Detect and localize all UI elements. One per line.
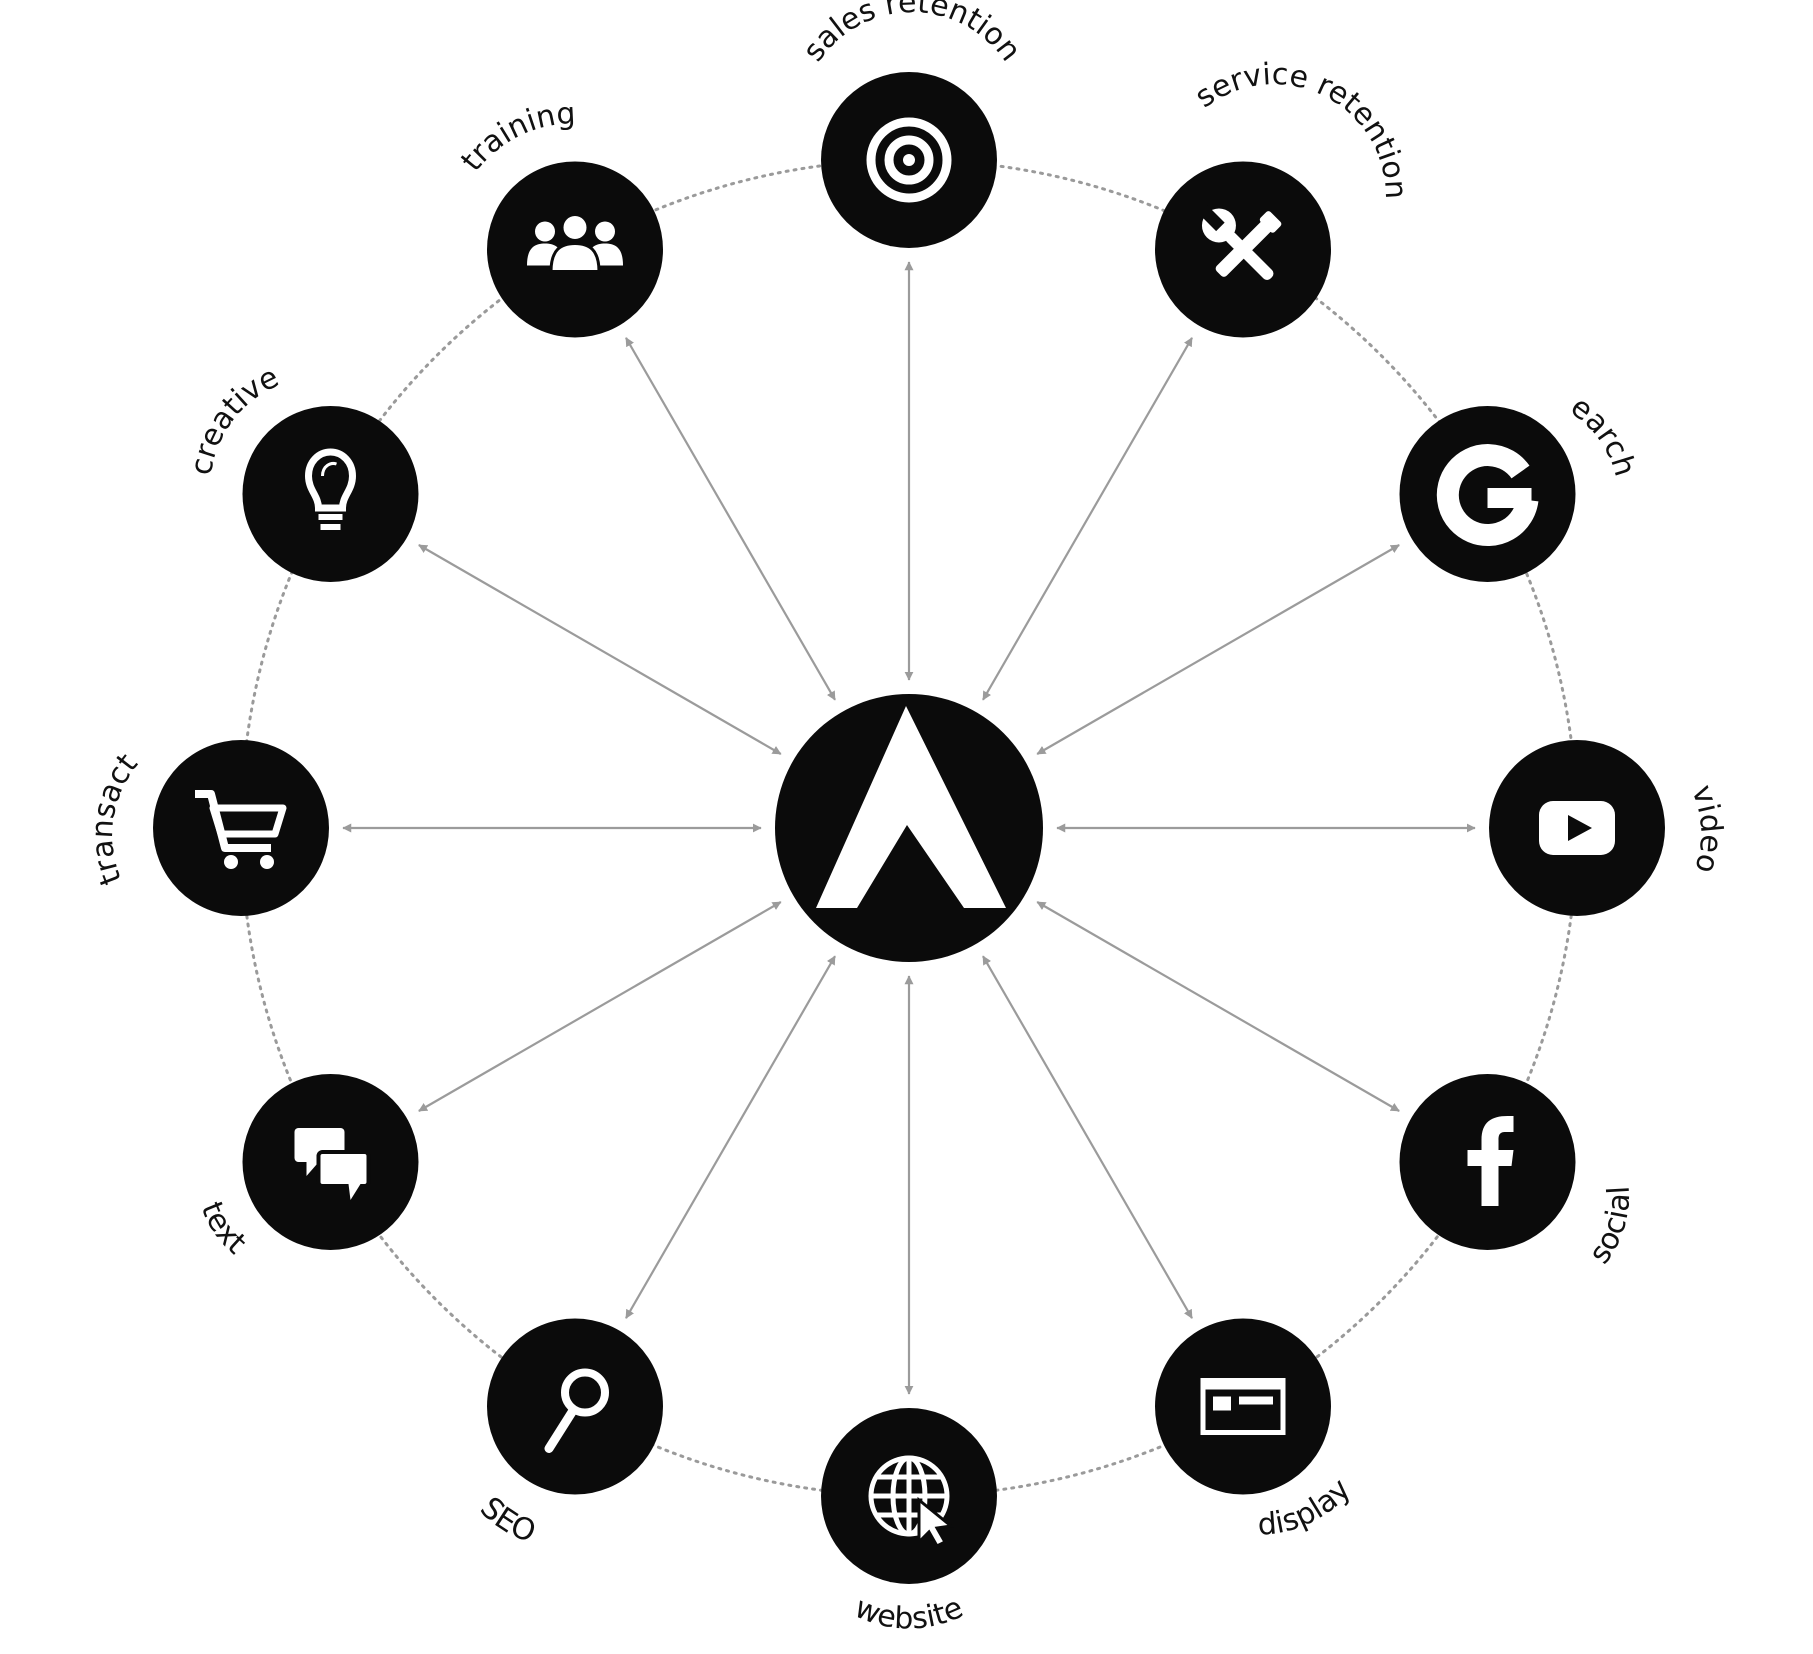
node-label-video: video: [1684, 780, 1728, 877]
connector-arrow-display: [982, 955, 1193, 1319]
magnifier-icon: [544, 1368, 609, 1454]
google-icon: [1436, 444, 1539, 547]
node-label-website: website: [850, 1590, 969, 1637]
connector-arrows: [342, 261, 1476, 1395]
node-text[interactable]: text: [194, 1074, 419, 1261]
hub-node[interactable]: [775, 694, 1043, 962]
connector-arrow-search: [1036, 544, 1400, 755]
tools-icon: [1199, 205, 1282, 280]
node-label-sales-retention: sales retention: [796, 0, 1028, 68]
node-label-social: social: [1582, 1185, 1637, 1270]
logo-a-icon: [816, 706, 1006, 908]
target-icon: [866, 117, 952, 203]
connector-arrow-training: [625, 337, 836, 701]
globe-cursor-icon: [868, 1455, 955, 1548]
cart-icon: [195, 790, 287, 869]
connector-arrow-service-retention: [982, 337, 1193, 701]
lightbulb-icon: [304, 448, 356, 530]
node-transact[interactable]: transact: [85, 740, 329, 916]
node-label-seo: SEO: [473, 1490, 540, 1550]
node-seo[interactable]: SEO: [473, 1318, 663, 1551]
connector-arrow-social: [1036, 901, 1400, 1112]
node-website[interactable]: website: [821, 1408, 997, 1637]
node-service-retention[interactable]: service retention: [1155, 57, 1413, 338]
node-social[interactable]: social: [1399, 1074, 1638, 1270]
connector-arrow-seo: [625, 955, 836, 1319]
display-ad-icon: [1200, 1378, 1286, 1436]
node-creative[interactable]: creative: [184, 360, 419, 582]
connector-arrow-creative: [418, 544, 782, 755]
node-training[interactable]: training: [454, 96, 663, 338]
chat-bubbles-icon: [294, 1128, 371, 1200]
node-sales-retention[interactable]: sales retention: [796, 0, 1028, 248]
youtube-play-icon: [1539, 801, 1615, 855]
connector-arrow-text: [418, 901, 782, 1112]
node-video[interactable]: video: [1489, 740, 1729, 916]
node-display[interactable]: display: [1155, 1318, 1358, 1543]
facebook-icon: [1467, 1116, 1514, 1206]
node-label-transact: transact: [85, 747, 145, 890]
people-icon: [527, 212, 623, 273]
node-label-text: text: [194, 1197, 253, 1261]
